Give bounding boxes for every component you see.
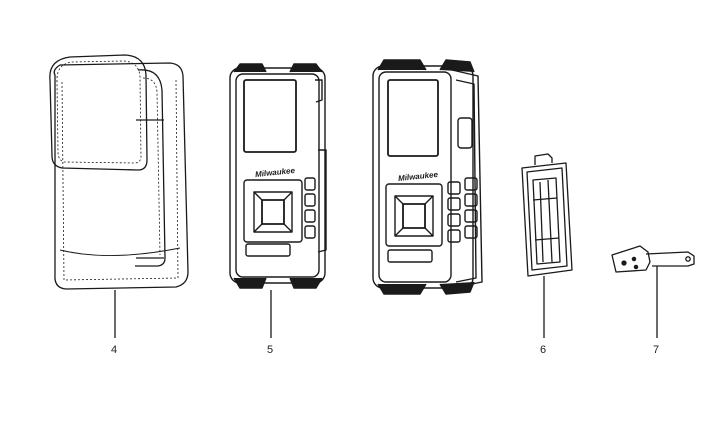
holster-flap bbox=[49, 54, 148, 171]
callout-label-6: 6 bbox=[540, 344, 547, 356]
end-piece bbox=[611, 245, 695, 273]
holster-body bbox=[53, 62, 189, 290]
meter-angled-screen bbox=[387, 79, 439, 157]
holster bbox=[49, 54, 189, 290]
holster-belt-loop bbox=[135, 69, 166, 267]
callout-label-7: 7 bbox=[653, 344, 660, 356]
meter-angled-keypad bbox=[385, 183, 443, 247]
laser-meter-front bbox=[229, 63, 327, 289]
battery-cover bbox=[521, 153, 573, 277]
meter-front-keypad bbox=[243, 179, 303, 243]
callout-label-5: 5 bbox=[267, 344, 274, 356]
callout-label-4: 4 bbox=[111, 344, 118, 356]
leader-lines bbox=[114, 266, 658, 338]
laser-meter-angled bbox=[372, 59, 483, 295]
meter-front-screen bbox=[243, 79, 297, 153]
